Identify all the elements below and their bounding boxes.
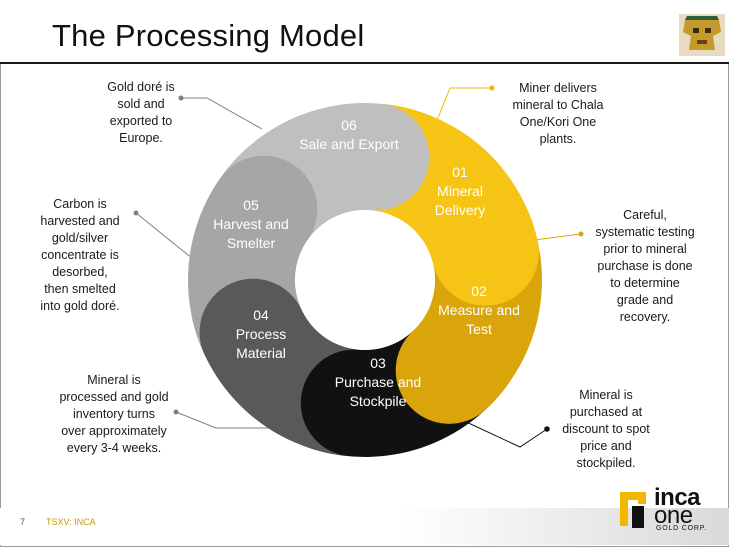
page-number: 7 xyxy=(20,517,26,527)
inca-mask-icon xyxy=(679,14,725,56)
connector-dot-03 xyxy=(544,426,550,432)
footer-bar xyxy=(0,508,729,545)
title-rule xyxy=(0,62,729,64)
connector-dot-06 xyxy=(178,95,184,101)
segment-06-label-line-2: Sale and Export xyxy=(299,136,399,152)
connector-dot-01 xyxy=(489,85,495,91)
segment-01-label-line-1: 01 xyxy=(452,164,468,180)
segment-02-label-line-3: Test xyxy=(466,321,492,337)
slide-title: The Processing Model xyxy=(52,18,365,53)
segment-01-label-line-3: Delivery xyxy=(435,202,486,218)
segment-04-label-line-2: Process xyxy=(236,326,287,342)
logo-text-inca: inca xyxy=(654,484,701,511)
segment-05-label-line-3: Smelter xyxy=(227,235,276,251)
segment-05-label-line-2: Harvest and xyxy=(213,216,288,232)
inca-one-logo: inca one GOLD CORP. xyxy=(618,484,722,536)
connector-06 xyxy=(181,97,263,130)
logo-mark-icon xyxy=(620,492,646,528)
connector-dot-05 xyxy=(133,210,139,216)
connector-05 xyxy=(135,212,194,260)
segment-03-label-line-3: Stockpile xyxy=(350,393,407,409)
title-band xyxy=(0,0,729,62)
ring-segment-06 xyxy=(220,102,455,240)
ticker-label: TSXV: INCA xyxy=(46,517,96,527)
callout-measure-and-test: Careful, systematic testing prior to min… xyxy=(595,208,695,324)
ring-center xyxy=(295,210,435,350)
connector-03 xyxy=(461,419,548,448)
callout-sale-and-export: Gold doré is sold and exported to Europe… xyxy=(107,80,175,145)
ring-segment-04 xyxy=(191,254,359,457)
callout-harvest-and-smelter: Carbon is harvested and gold/silver conc… xyxy=(40,197,120,313)
segment-04-label-line-3: Material xyxy=(236,345,286,361)
callout-mineral-delivery: Miner delivers mineral to Chala One/Kori… xyxy=(512,81,604,146)
segment-03-label-line-1: 03 xyxy=(370,355,386,371)
segment-02-label-line-1: 02 xyxy=(471,283,487,299)
logo-text-gold-corp: GOLD CORP. xyxy=(656,525,708,532)
connector-04 xyxy=(175,411,287,429)
callout-connectors xyxy=(135,87,582,448)
segment-05-label-line-1: 05 xyxy=(243,197,259,213)
segment-06-label-line-1: 06 xyxy=(341,117,357,133)
connector-dot-04 xyxy=(173,409,179,415)
segment-04-label-line-1: 04 xyxy=(253,307,269,323)
connector-dot-02 xyxy=(578,231,584,237)
ring-segment-05 xyxy=(188,136,335,355)
ring-segment-01 xyxy=(371,103,539,306)
segment-02-label-line-2: Measure and xyxy=(438,302,520,318)
segment-03-label-line-2: Purchase and xyxy=(335,374,421,390)
callout-process-material: Mineral is processed and gold inventory … xyxy=(59,373,169,455)
callout-purchase-and-stockpile: Mineral is purchased at discount to spot… xyxy=(562,388,650,470)
connector-02 xyxy=(533,233,582,241)
segment-01-label-line-2: Mineral xyxy=(437,183,483,199)
logo-text-one: one xyxy=(654,502,693,529)
